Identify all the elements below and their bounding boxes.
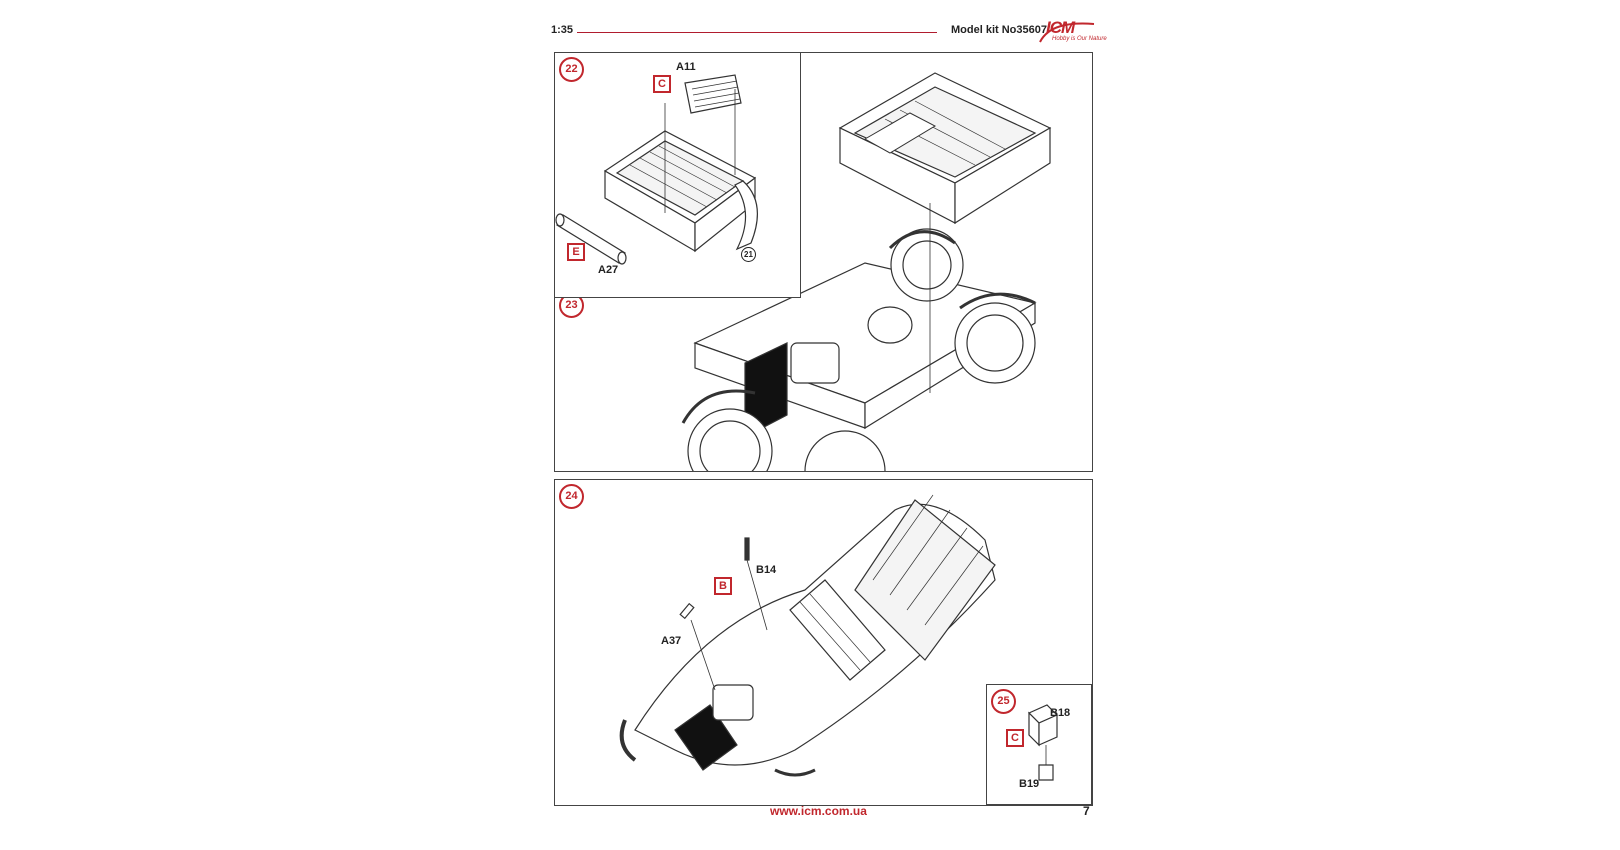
sprue-tag-c: C — [653, 75, 671, 93]
part-label-b19: B19 — [1019, 778, 1040, 790]
sprue-tag-b: B — [714, 577, 732, 595]
header-rule — [577, 32, 937, 33]
scale-label: 1:35 — [551, 24, 574, 36]
step-number-badge: 24 — [559, 484, 584, 509]
footer-url[interactable]: www.icm.com.ua — [770, 804, 867, 818]
step-25-illustration — [1027, 704, 1059, 781]
part-label-a37: A37 — [661, 635, 682, 647]
sprue-tag-e: E — [567, 243, 585, 261]
step-number-badge: 25 — [991, 689, 1016, 714]
step-22-illustration — [555, 74, 758, 265]
step-25-panel: 25 B18 C B19 — [986, 684, 1092, 805]
previous-step-ref: 21 — [741, 247, 756, 262]
part-label-b18: B18 — [1050, 707, 1071, 719]
part-label-a11: A11 — [676, 61, 696, 73]
kit-number: Model kit No35607 — [951, 24, 1047, 36]
page-number: 7 — [1083, 804, 1090, 818]
logo-text: ICM — [1046, 18, 1075, 37]
step-24-panel: 24 B B14 A37 — [554, 479, 1093, 806]
step-number-badge: 22 — [559, 57, 584, 82]
part-label-b14: B14 — [756, 564, 777, 576]
step-24-illustration — [619, 494, 996, 777]
part-label-a27: A27 — [598, 264, 619, 276]
sprue-tag-c: C — [1006, 729, 1024, 747]
logo-slogan: Hobby is Our Nature — [1052, 36, 1107, 42]
step-22-panel: 22 A11 C E A27 21 — [554, 52, 801, 298]
icm-logo: ICM Hobby is Our Nature — [1038, 18, 1107, 46]
logo-swoosh-icon — [1039, 22, 1095, 43]
